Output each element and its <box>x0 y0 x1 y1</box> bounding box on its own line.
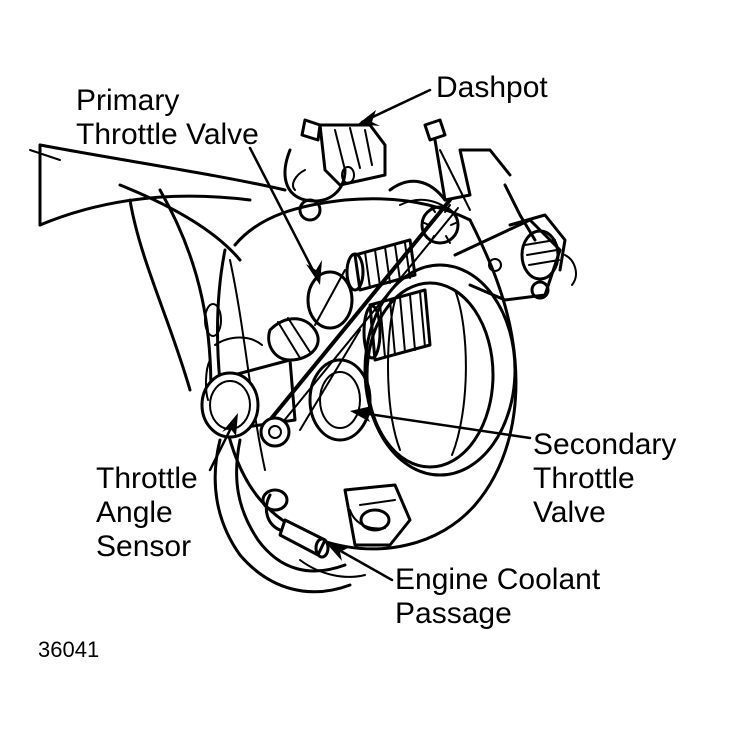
secondary-throttle-valve-label: Secondary Throttle Valve <box>533 428 676 530</box>
coolant-hose <box>213 438 412 594</box>
secondary-throttle-valve-shape <box>299 329 372 442</box>
primary-throttle-valve-shape <box>306 269 354 330</box>
throttle-shaft-springs <box>267 198 459 429</box>
throttle-angle-sensor-shape <box>200 336 297 448</box>
leader-lines <box>208 88 532 582</box>
dashpot-label: Dashpot <box>436 71 548 104</box>
primary-throttle-valve-line-1: Primary <box>76 84 180 117</box>
figure-number: 36041 <box>38 637 100 662</box>
secondary-throttle-valve-line-2: Throttle <box>533 462 635 495</box>
throttle-angle-sensor-line-2: Angle <box>96 496 173 529</box>
throttle-bore <box>363 263 517 477</box>
throttle-angle-sensor-line-1: Throttle <box>96 462 198 495</box>
secondary-throttle-valve-line-1: Secondary <box>533 428 677 461</box>
dashpot-shape <box>283 118 387 222</box>
engine-coolant-passage-line-1: Engine Coolant <box>395 563 601 596</box>
throttle-body-housing <box>204 197 518 551</box>
engine-coolant-passage-label: Engine Coolant Passage <box>395 563 600 631</box>
arrow-dashpot <box>358 110 380 126</box>
arrow-sensor <box>222 413 238 436</box>
primary-throttle-valve-line-2: Throttle Valve <box>76 118 259 151</box>
arrow-secondary <box>350 406 372 422</box>
arrow-primary <box>306 260 322 285</box>
intake-duct <box>29 143 287 422</box>
primary-throttle-valve-label: Primary Throttle Valve <box>76 84 259 152</box>
throttle-linkage <box>388 118 577 302</box>
arrow-coolant <box>326 543 348 561</box>
secondary-throttle-valve-line-3: Valve <box>533 496 606 529</box>
throttle-angle-sensor-label: Throttle Angle Sensor <box>96 462 198 564</box>
engine-coolant-passage-line-2: Passage <box>395 597 512 630</box>
throttle-angle-sensor-line-3: Sensor <box>96 530 192 563</box>
